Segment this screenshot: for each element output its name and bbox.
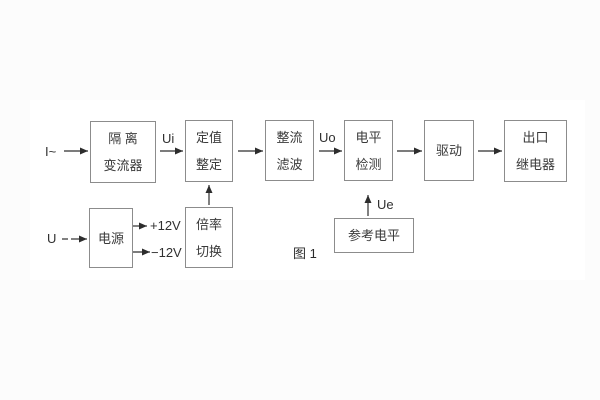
block-drive-line1: 驱动 xyxy=(435,143,462,158)
block-isolation-line2: 变流器 xyxy=(103,158,143,173)
block-setpoint-adjust: 定值 整定 xyxy=(185,120,233,182)
block-power-supply: 电源 xyxy=(89,208,133,268)
signal-ui-label: Ui xyxy=(162,131,175,146)
block-rectifier-filter: 整流 滤波 xyxy=(265,120,314,181)
block-relay-line1: 出口 xyxy=(522,130,549,145)
block-ratio-line1: 倍率 xyxy=(195,216,222,232)
block-relay-line2: 继电器 xyxy=(515,157,555,172)
block-level-detector: 电平 检测 xyxy=(344,120,393,181)
rail-minus12-label: −12V xyxy=(151,245,182,260)
block-output-relay: 出口 继电器 xyxy=(504,120,567,182)
block-isolation-line1: 隔 离 xyxy=(108,131,138,146)
rail-plus12-label: +12V xyxy=(150,218,181,233)
figure-caption: 图 1 xyxy=(293,246,317,261)
block-ratio-switch: 倍率 切换 xyxy=(185,207,233,268)
block-setting-line1: 定值 xyxy=(195,130,222,145)
block-level-line2: 检测 xyxy=(355,156,382,172)
block-setting-line2: 整定 xyxy=(195,157,222,172)
block-power-line1: 电源 xyxy=(97,230,124,246)
input-voltage-label: U xyxy=(47,231,57,246)
block-isolation-transformer: 隔 离 变流器 xyxy=(90,121,156,183)
block-reference-level: 参考电平 xyxy=(334,218,414,253)
block-rectifier-line1: 整流 xyxy=(276,129,303,145)
block-rectifier-line2: 滤波 xyxy=(276,156,303,172)
block-level-line1: 电平 xyxy=(355,129,382,145)
block-ratio-line2: 切换 xyxy=(195,243,222,259)
block-reference-line1: 参考电平 xyxy=(347,228,400,243)
signal-ue-label: Ue xyxy=(377,197,394,212)
input-current-label: I~ xyxy=(45,144,57,159)
block-driver: 驱动 xyxy=(424,120,474,181)
signal-uo-label: Uo xyxy=(319,130,336,145)
